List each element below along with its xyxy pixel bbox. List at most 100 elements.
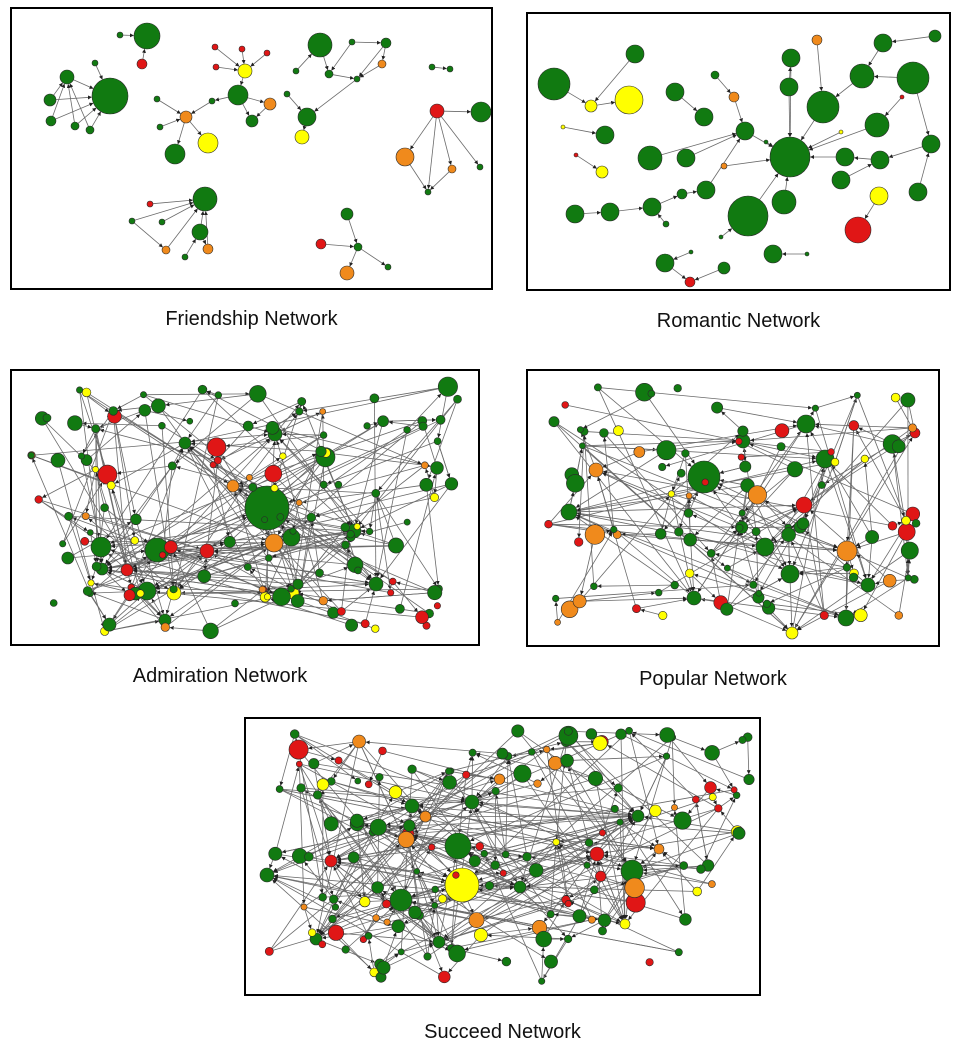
succeed-node [708,793,717,801]
admiration-edge [110,549,261,596]
succeed-node [645,958,654,967]
succeed-edge [662,852,695,889]
succeed-edge [361,826,396,891]
romantic-edge [787,95,792,137]
friendship-edge [247,97,265,104]
romantic-edge [694,269,719,281]
friendship-edge [69,83,89,127]
admiration-edge [165,394,250,407]
romantic-node [870,150,890,170]
succeed-edge [487,927,533,935]
friendship-edge [202,239,207,245]
friendship-node [202,243,214,255]
succeed-edge [299,759,324,894]
succeed-node [372,914,380,922]
romantic-edge [671,268,686,280]
succeed-edge [605,877,626,886]
romantic-node [717,261,731,275]
succeed-edge [272,879,378,975]
popular-node [842,563,852,572]
admiration-node [345,618,358,632]
succeed-node [445,767,453,775]
romantic-network-caption: Romantic Network [656,310,821,332]
succeed-edge [702,798,736,866]
romantic-node [665,82,685,102]
popular-node [590,582,598,591]
succeed-edge [271,866,328,949]
romantic-node [771,189,797,215]
admiration-node [160,622,170,632]
popular-node [572,594,587,609]
succeed-edge [477,751,545,799]
friendship-edge [66,84,75,123]
popular-node [811,404,819,412]
popular-node [747,485,767,505]
popular-edge [749,443,907,512]
succeed-edge [308,742,353,750]
succeed-edge [367,939,374,969]
admiration-edge [107,571,140,588]
romantic-node [835,147,855,167]
popular-edge [897,401,913,429]
admiration-edge [73,549,145,558]
romantic-node [655,253,675,273]
popular-edge [583,496,670,597]
admiration-node [123,589,136,602]
friendship-edge [55,95,92,100]
admiration-edge [82,421,159,426]
popular-node [548,416,560,428]
admiration-node [327,606,340,619]
admiration-node [419,478,434,492]
friendship-edge [217,48,240,67]
friendship-edge [159,100,181,114]
romantic-edge [681,97,698,112]
popular-node [908,423,917,433]
popular-node [738,509,746,517]
succeed-node [732,826,746,840]
succeed-node [347,851,360,864]
admiration-node [50,453,66,468]
succeed-node [499,869,507,877]
succeed-edge [487,816,633,854]
admiration-edge [279,439,356,525]
romantic-node [684,276,696,288]
friendship-node [179,110,193,124]
popular-node [827,448,835,456]
succeed-edge [411,845,472,915]
popular-node [633,446,646,458]
romantic-edge [673,252,690,260]
succeed-edge [363,807,406,820]
admiration-edge [380,488,449,579]
admiration-edge [108,593,287,631]
romantic-edge [788,66,793,137]
succeed-node [464,794,480,810]
romantic-edge [657,213,665,222]
succeed-edge [419,788,615,807]
friendship-edge [55,102,94,120]
romantic-node [921,134,941,154]
admiration-node [433,437,442,445]
romantic-network-panel [526,12,951,291]
friendship-edge [426,117,437,189]
popular-edge [694,489,743,536]
succeed-node [359,896,371,908]
succeed-node [674,948,683,957]
popular-node [667,490,675,498]
friendship-node [191,223,209,241]
succeed-node [323,816,339,832]
succeed-edge [455,920,589,949]
succeed-node [589,846,605,862]
admiration-node [81,387,92,398]
succeed-node [295,760,303,768]
friendship-node [324,69,334,79]
admiration-edge [117,395,141,409]
popular-node [676,468,686,478]
succeed-node [473,928,488,942]
friendship-node [476,163,484,171]
popular-nodes [544,383,921,640]
popular-edge [701,597,714,602]
popular-edge [552,460,817,524]
popular-node [687,460,721,494]
popular-node [554,619,561,626]
popular-node [836,540,858,562]
